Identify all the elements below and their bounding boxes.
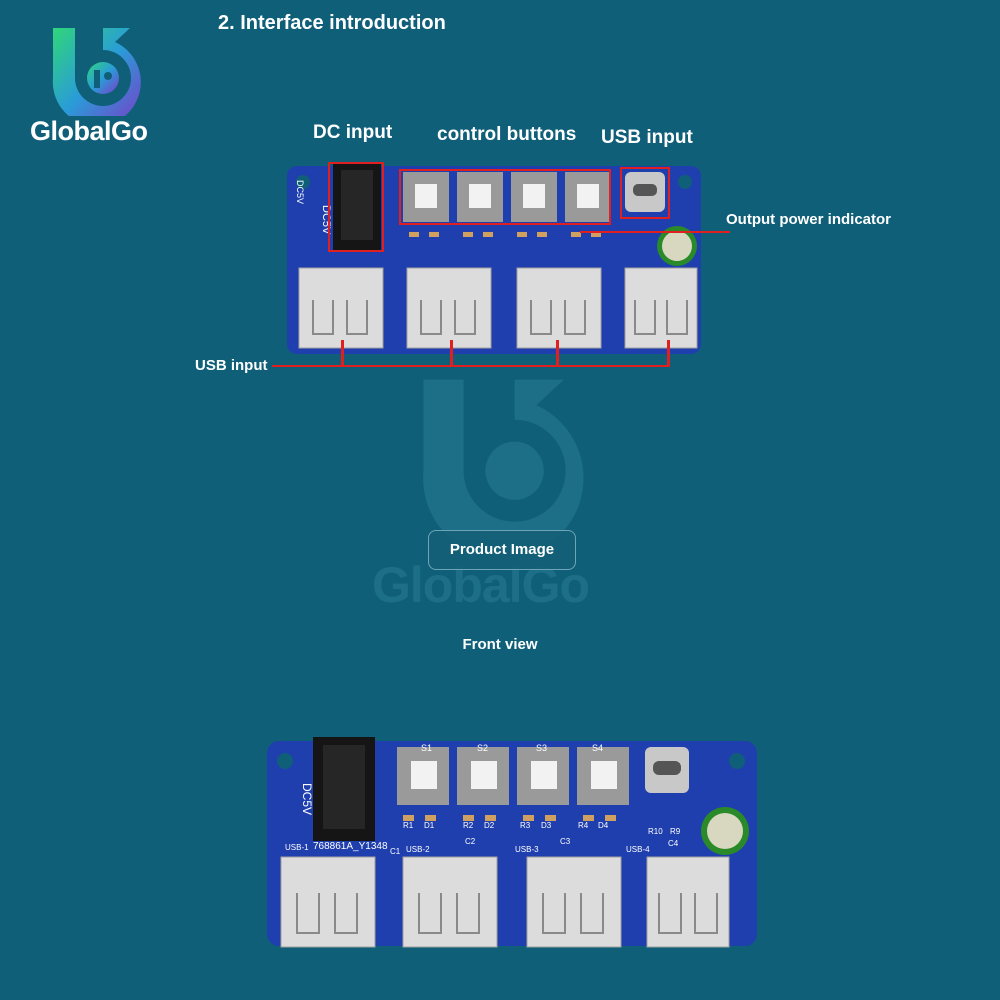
output-indicator-label: Output power indicator <box>726 211 891 228</box>
product-image-button[interactable]: Product Image <box>428 530 576 570</box>
highlight-dc-jack <box>328 162 384 252</box>
silk-r9: R9 <box>670 827 681 836</box>
pcb-board-front: DC5V <box>267 737 757 948</box>
silk-dc5v-top: DC5V <box>295 180 305 205</box>
silk-r10: R10 <box>648 827 663 836</box>
usb-tick-3 <box>556 340 559 366</box>
silk-c1: C1 <box>390 847 401 856</box>
silk-s2: S2 <box>477 743 489 753</box>
indicator-pointer-line <box>580 231 730 233</box>
silk-d4: D4 <box>598 821 609 830</box>
silk-s4: S4 <box>592 743 604 753</box>
watermark-logo <box>423 379 584 540</box>
pcb-board-top: DC5V <box>287 164 701 354</box>
silk-c3: C3 <box>560 837 571 846</box>
silk-r4: R4 <box>578 821 589 830</box>
silk-d1: D1 <box>424 821 435 830</box>
usb-input-bottom-label: USB input <box>195 357 268 374</box>
highlight-control-buttons <box>399 169 611 225</box>
dc-input-label: DC input <box>313 122 393 143</box>
front-view-label: Front view <box>462 636 538 653</box>
silk-c4: C4 <box>668 839 679 848</box>
usb-tick-1 <box>341 340 344 366</box>
board-part-code: 768861A_Y1348 <box>313 841 388 852</box>
brand-name: GlobalGo <box>30 116 148 146</box>
silk-usb1: USB-1 <box>285 843 309 852</box>
silk-d2: D2 <box>484 821 495 830</box>
silk-usb2: USB-2 <box>406 845 430 854</box>
silk-s1: S1 <box>421 743 433 753</box>
globalgo-logo <box>52 28 141 116</box>
silk-c2: C2 <box>465 837 476 846</box>
silk-d3: D3 <box>541 821 552 830</box>
svg-text:DC5V: DC5V <box>300 783 314 815</box>
usb-tick-4 <box>667 340 670 366</box>
page-title: 2. Interface introduction <box>218 12 446 34</box>
silk-usb3: USB-3 <box>515 845 539 854</box>
silk-r1: R1 <box>403 821 414 830</box>
usb-input-top-label: USB input <box>601 127 693 148</box>
silk-r2: R2 <box>463 821 474 830</box>
silk-r3: R3 <box>520 821 531 830</box>
silk-usb4: USB-4 <box>626 845 650 854</box>
silk-s3: S3 <box>536 743 548 753</box>
control-buttons-label: control buttons <box>437 124 577 145</box>
highlight-usb-c <box>620 167 670 219</box>
usb-tick-2 <box>450 340 453 366</box>
usb-input-line <box>272 365 670 367</box>
